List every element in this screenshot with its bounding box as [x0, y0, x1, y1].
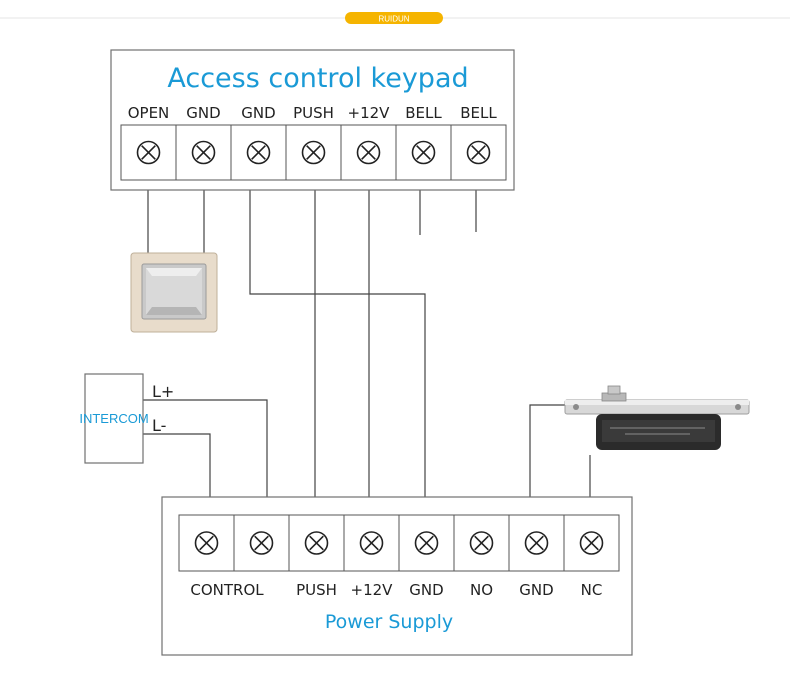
- ps-terminal: NC: [563, 514, 620, 599]
- keypad-terminal-label: GND: [241, 104, 275, 122]
- keypad-terminal-label: OPEN: [128, 104, 170, 122]
- electric-bolt-lock: [564, 385, 750, 450]
- keypad-terminal-label: BELL: [405, 104, 442, 122]
- wire-gnd-to-ps-gnd: [249, 180, 426, 515]
- keypad-terminal: +12V: [340, 104, 397, 181]
- ps-terminal-label: GND: [519, 581, 553, 599]
- keypad-terminal: PUSH: [285, 104, 342, 181]
- keypad-terminal-label: +12V: [348, 104, 391, 122]
- ps-terminal-label: NC: [581, 581, 603, 599]
- keypad-terminal: BELL: [395, 104, 452, 181]
- power-supply-panel: CONTROL PUSH +12V GND NO GND NC Power Supply: [161, 496, 633, 656]
- keypad-terminal-label: PUSH: [293, 104, 334, 122]
- keypad-terminal-label: GND: [186, 104, 220, 122]
- ps-terminal-label: PUSH: [296, 581, 337, 599]
- keypad-terminal: GND: [175, 104, 232, 181]
- ps-terminal-label: NO: [470, 581, 493, 599]
- wire-lock-gnd: [529, 404, 578, 515]
- keypad-panel: Access control keypad OPEN GND GND PUSH +12V…: [110, 49, 515, 191]
- intercom-wire-minus-label: L-: [152, 416, 166, 435]
- keypad-terminal-cell: [340, 124, 397, 181]
- ps-terminal: PUSH: [288, 514, 345, 599]
- keypad-terminal-strip: OPEN GND GND PUSH +12V BELL BELL: [120, 104, 507, 181]
- brand-badge: [345, 12, 443, 24]
- ps-terminal: +12V: [343, 514, 400, 599]
- ps-terminal-label: +12V: [351, 581, 394, 599]
- keypad-title: Access control keypad: [167, 63, 468, 94]
- ps-terminal: NO: [453, 514, 510, 599]
- exit-button: [130, 252, 218, 333]
- wires: [143, 180, 591, 515]
- ps-terminal-label: GND: [409, 581, 443, 599]
- ps-terminal: GND: [398, 514, 455, 599]
- keypad-terminal: OPEN: [120, 104, 177, 181]
- keypad-terminal: GND: [230, 104, 287, 181]
- ps-terminal: [233, 514, 290, 572]
- intercom-wire-plus-label: L+: [152, 382, 174, 401]
- intercom-label: INTERCOM: [79, 411, 148, 426]
- power-supply-title: Power Supply: [325, 611, 453, 633]
- keypad-terminal: BELL: [450, 104, 507, 181]
- header: RUIDUN: [0, 12, 790, 24]
- ps-terminal: GND: [508, 514, 565, 599]
- wire-intercom-plus: [143, 399, 268, 515]
- power-supply-terminal-strip: CONTROL PUSH +12V GND NO GND NC: [178, 514, 620, 599]
- keypad-terminal-label: BELL: [460, 104, 497, 122]
- ps-terminal-cell: [453, 514, 510, 572]
- intercom-panel: INTERCOM L+ L-: [79, 373, 174, 464]
- wire-intercom-minus: [143, 433, 211, 515]
- intercom-box: [84, 373, 144, 464]
- ps-terminal-label: CONTROL: [190, 581, 264, 599]
- brand-badge-text: RUIDUN: [378, 15, 409, 24]
